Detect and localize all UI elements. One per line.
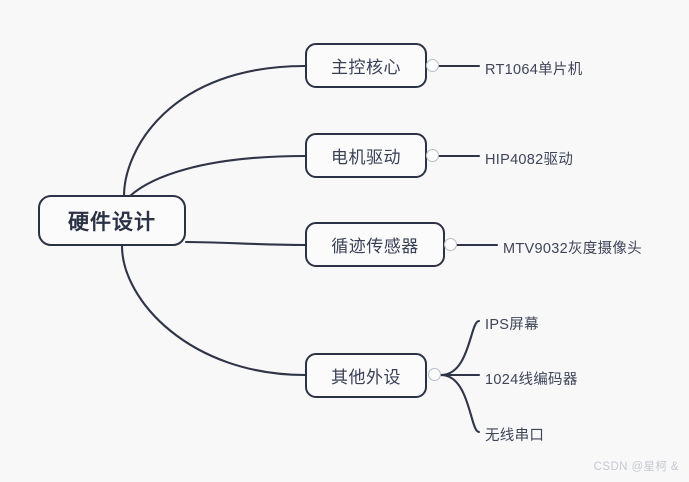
mindmap-branch-node-motor-drive[interactable]: 电机驱动	[305, 133, 427, 178]
mindmap-leaf-node[interactable]: 无线串口	[485, 428, 545, 444]
edge-root-to-branch-3	[120, 244, 307, 377]
collapse-toggle-icon[interactable]	[426, 59, 439, 72]
root-node-label: 硬件设计	[68, 210, 156, 234]
collapse-toggle-icon[interactable]	[444, 238, 457, 251]
mindmap-leaf-node[interactable]: HIP4082驱动	[485, 152, 574, 168]
mindmap-leaf-node[interactable]: RT1064单片机	[485, 62, 583, 78]
mindmap-branch-node-main-control[interactable]: 主控核心	[305, 43, 427, 88]
edge-branch-3-to-leaf-0	[439, 319, 481, 377]
collapse-toggle-icon[interactable]	[426, 149, 439, 162]
mindmap-root-node[interactable]: 硬件设计	[38, 195, 186, 246]
branch-node-label: 电机驱动	[331, 148, 401, 167]
edge-root-to-branch-2	[184, 240, 307, 247]
branch-node-label: 其他外设	[331, 368, 401, 387]
mindmap-leaf-node[interactable]: MTV9032灰度摄像头	[503, 241, 642, 257]
watermark: CSDN @星柯 &	[593, 461, 679, 473]
collapse-toggle-icon[interactable]	[428, 368, 441, 381]
edge-root-to-branch-1	[128, 154, 307, 198]
mindmap-leaf-node[interactable]: IPS屏幕	[485, 317, 539, 333]
mindmap-branch-node-other-peripherals[interactable]: 其他外设	[305, 353, 427, 398]
edge-branch-3-to-leaf-2	[439, 373, 481, 434]
branch-node-label: 主控核心	[331, 58, 401, 77]
edge-root-to-branch-0	[122, 64, 307, 198]
mindmap-branch-node-tracking-sensor[interactable]: 循迹传感器	[305, 222, 445, 267]
mindmap-leaf-node[interactable]: 1024线编码器	[485, 372, 578, 388]
branch-node-label: 循迹传感器	[331, 237, 419, 256]
